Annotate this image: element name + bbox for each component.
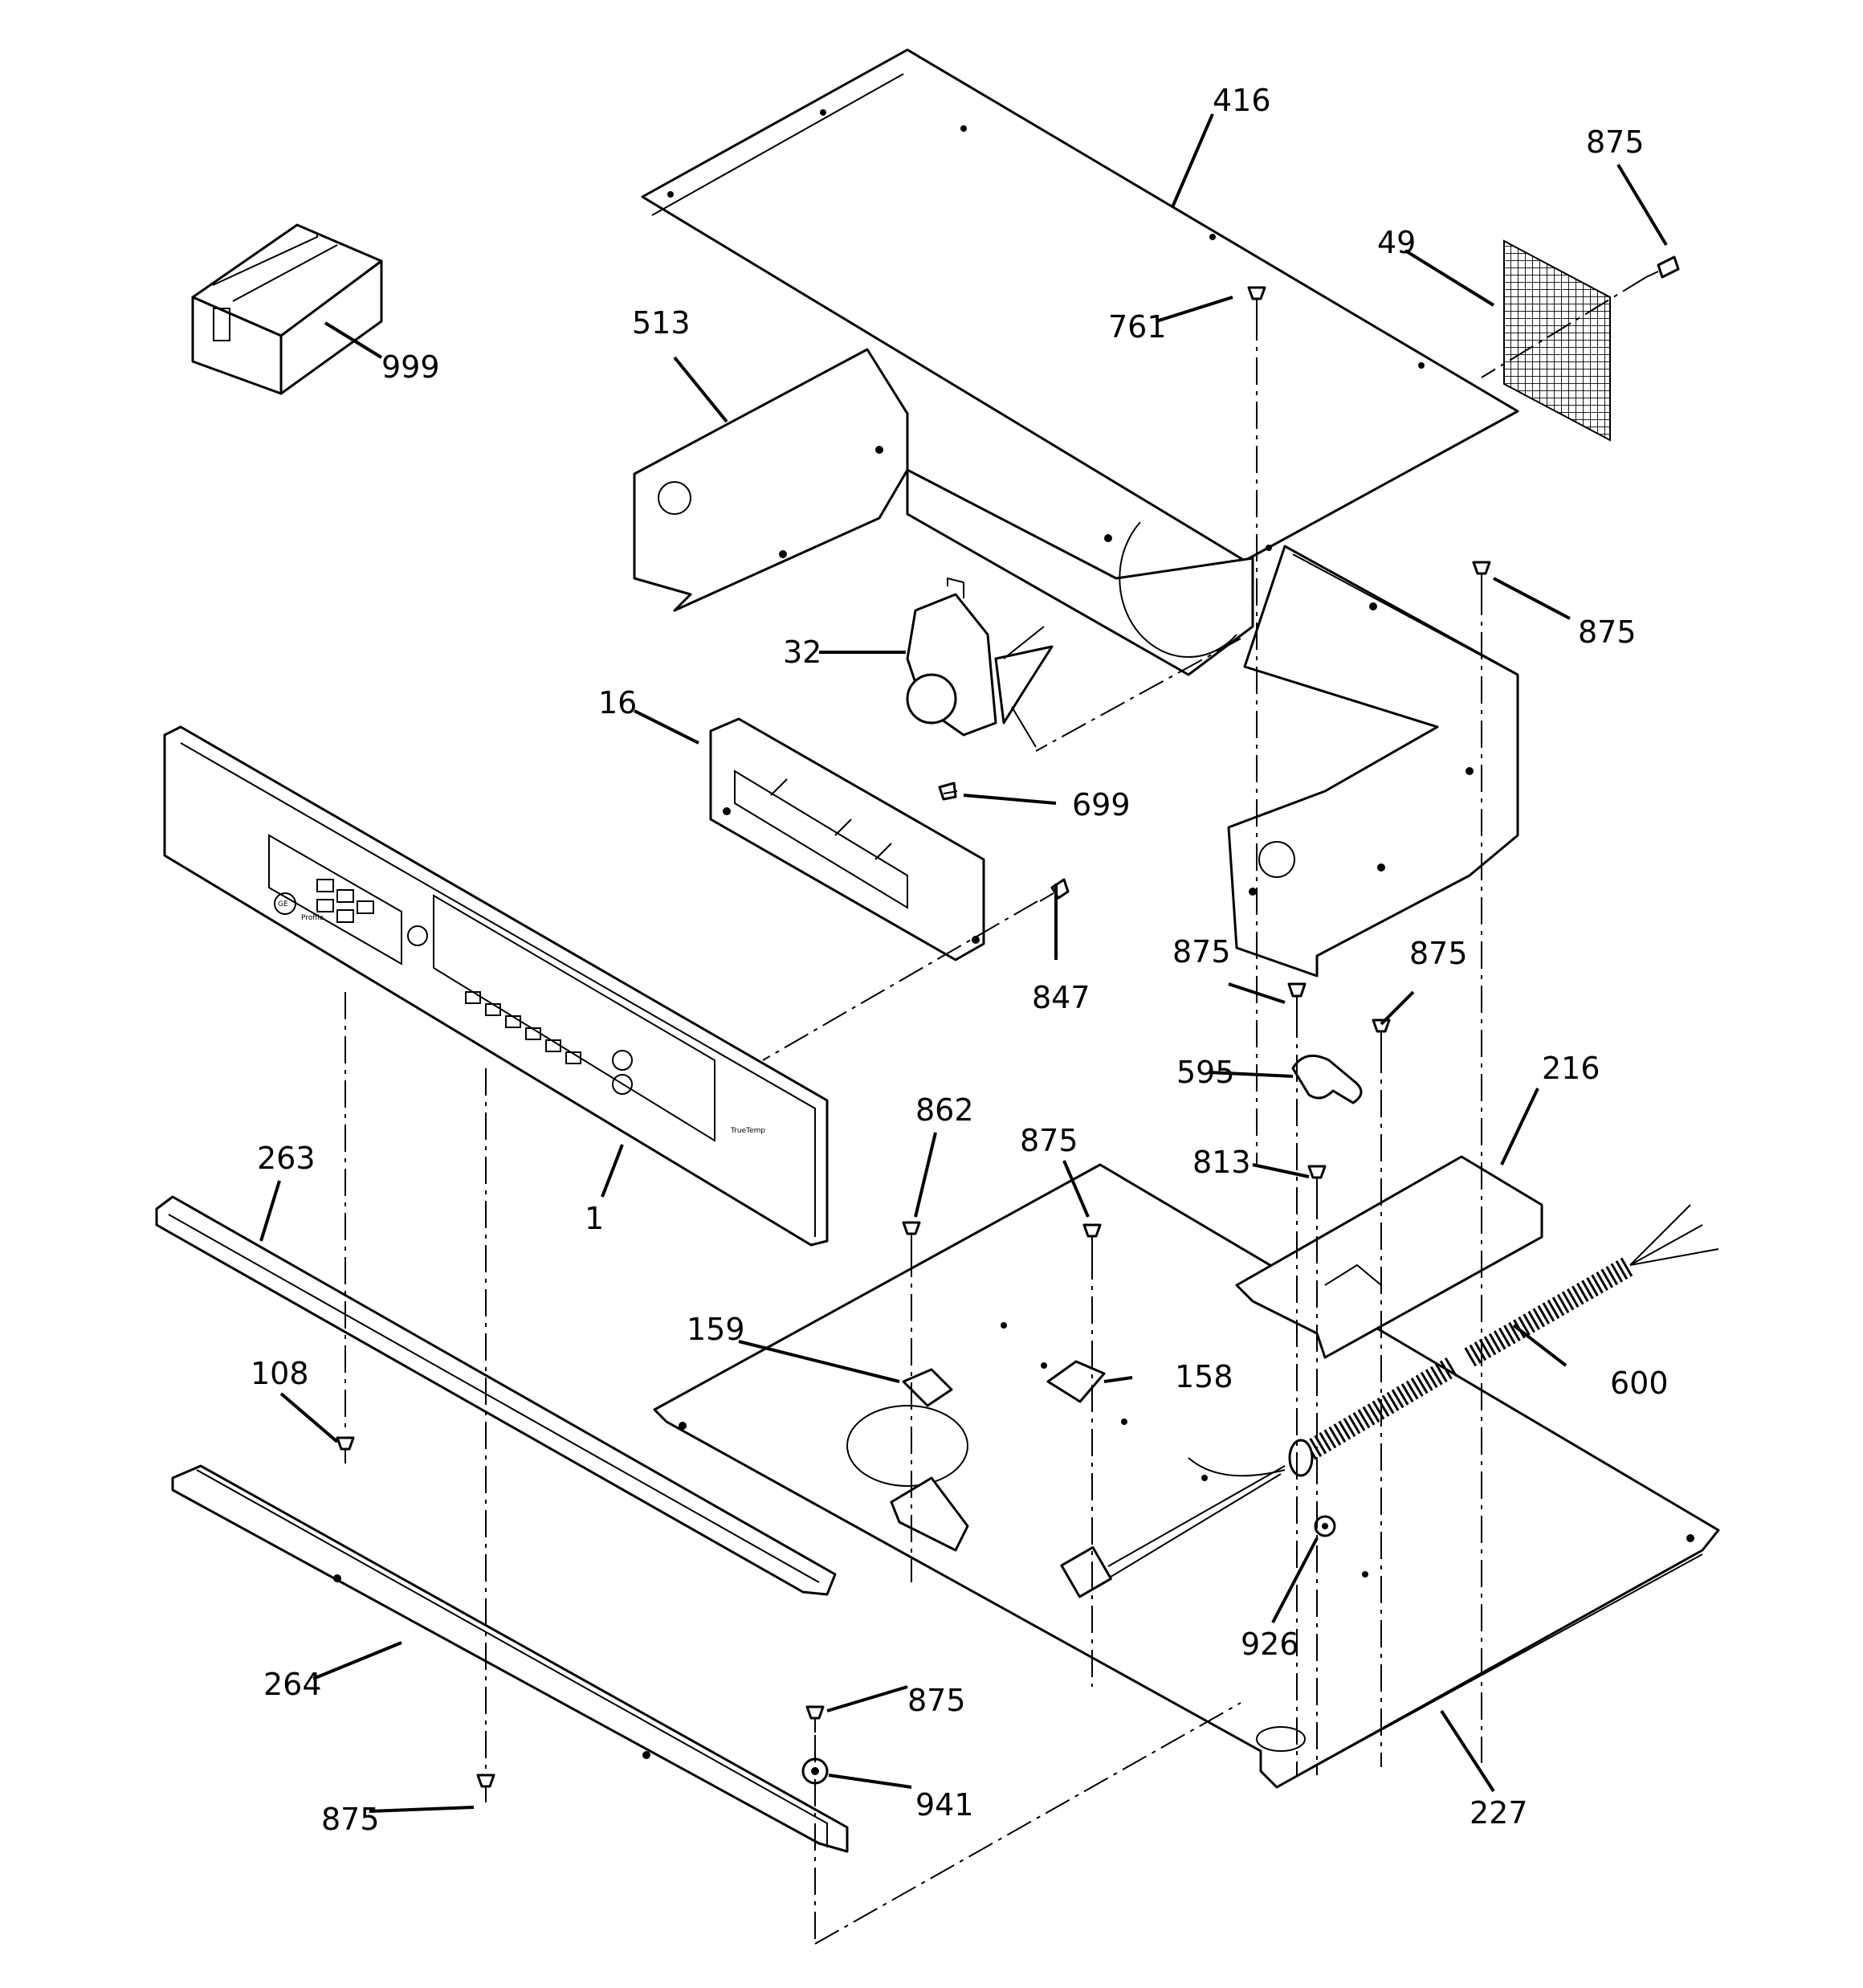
callout-813: 813 — [1192, 1145, 1251, 1180]
screw-icon — [902, 1221, 921, 1250]
top-cover-416 — [641, 48, 1519, 562]
callout-847: 847 — [1032, 980, 1090, 1015]
screw-icon — [1645, 255, 1680, 279]
bottom-pan-227 — [653, 1163, 1720, 1789]
carton-999 — [191, 223, 383, 395]
callout-875: 875 — [1586, 125, 1645, 160]
callout-595: 595 — [1176, 1055, 1235, 1090]
screw-icon — [476, 1774, 495, 1802]
screw-icon — [1287, 982, 1307, 1010]
callout-416: 416 — [1213, 83, 1271, 118]
trim-263 — [155, 1195, 837, 1596]
panel-trademark: TrueTemp — [730, 1127, 765, 1135]
callout-600: 600 — [1610, 1365, 1669, 1401]
heating-element-600 — [1060, 1204, 1719, 1598]
callout-1: 1 — [585, 1201, 604, 1236]
callout-875: 875 — [1172, 934, 1231, 970]
callout-941: 941 — [915, 1787, 974, 1823]
vent-trim-264 — [171, 1464, 849, 1853]
panel-keypad — [316, 879, 633, 1095]
panel-logo: GE — [278, 900, 288, 908]
callout-216: 216 — [1542, 1051, 1600, 1086]
grille-49 — [1503, 239, 1611, 442]
screw-icon — [1082, 1223, 1102, 1252]
fan-motor-32 — [906, 577, 1054, 748]
callout-labels: 416 875 49 999 513 761 875 32 16 699 847… — [251, 83, 1669, 1837]
callout-875: 875 — [1020, 1123, 1078, 1158]
screw-icon — [805, 1705, 825, 1733]
callout-263: 263 — [257, 1141, 316, 1176]
control-board-16 — [709, 717, 985, 961]
screw-icon — [1307, 1165, 1327, 1192]
screw-icon — [1039, 878, 1070, 902]
screw-icon — [1247, 286, 1266, 313]
screws — [336, 255, 1680, 1802]
wrapper-right — [1227, 545, 1519, 978]
callout-875: 875 — [321, 1802, 380, 1837]
callout-32: 32 — [783, 635, 821, 670]
callout-264: 264 — [263, 1667, 322, 1702]
callout-513: 513 — [632, 305, 691, 341]
control-panel-1: GE Profile TrueTemp — [163, 725, 829, 1247]
callout-158: 158 — [1175, 1359, 1233, 1394]
leader-lines — [259, 113, 1668, 1813]
callout-16: 16 — [598, 685, 637, 720]
screw-icon — [938, 782, 958, 801]
callout-926: 926 — [1241, 1627, 1299, 1662]
thermostat-159 — [902, 1368, 953, 1407]
thermostat-158 — [1046, 1360, 1106, 1403]
callout-159: 159 — [687, 1312, 745, 1347]
alignment-lines — [344, 276, 1647, 1945]
heater-cover-216 — [1235, 1155, 1543, 1359]
panel-line: Profile — [301, 914, 324, 922]
screw-icon — [336, 1436, 355, 1463]
callout-875: 875 — [1409, 936, 1468, 971]
callout-699: 699 — [1072, 787, 1131, 823]
callout-108: 108 — [251, 1356, 309, 1391]
callout-875: 875 — [907, 1683, 966, 1718]
grommet-926 — [1314, 1515, 1336, 1537]
callout-999: 999 — [381, 349, 440, 385]
callout-761: 761 — [1108, 309, 1167, 345]
callout-49: 49 — [1377, 225, 1416, 260]
callout-227: 227 — [1470, 1795, 1528, 1831]
callout-875: 875 — [1578, 614, 1637, 650]
wrapper-513 — [633, 348, 1254, 676]
screw-icon — [1472, 561, 1491, 588]
clip-595 — [1291, 1054, 1363, 1104]
callout-862: 862 — [915, 1092, 974, 1128]
